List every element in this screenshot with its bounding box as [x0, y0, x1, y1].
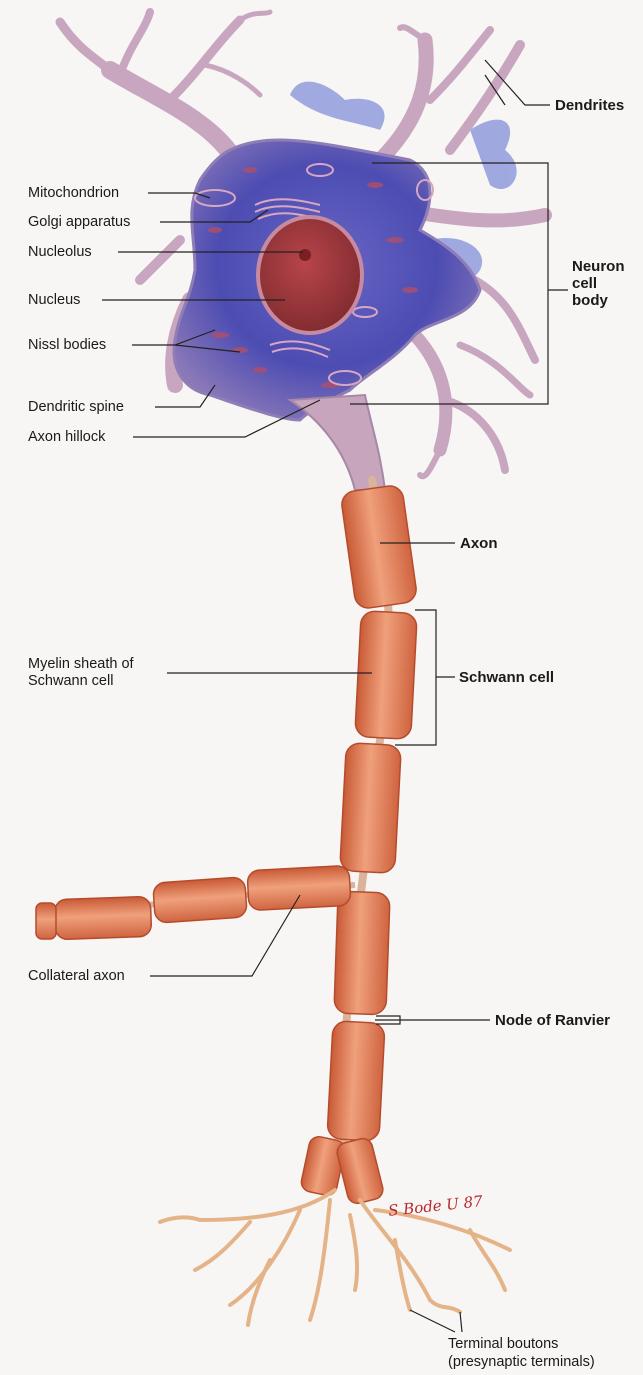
label-golgi-apparatus: Golgi apparatus [28, 214, 130, 231]
label-nucleus: Nucleus [28, 292, 80, 309]
label-dendrites: Dendrites [555, 97, 624, 114]
label-axon: Axon [460, 535, 498, 552]
label-myelin-sheath: Myelin sheath of Schwann cell [28, 656, 134, 690]
label-dendritic-spine: Dendritic spine [28, 399, 124, 416]
myelin-segments [300, 484, 418, 1205]
label-neuron-cell-body: Neuron cell body [572, 258, 625, 309]
axon-hillock [290, 395, 385, 490]
label-nucleolus: Nucleolus [28, 244, 92, 261]
label-mitochondrion: Mitochondrion [28, 185, 119, 202]
label-schwann-cell: Schwann cell [459, 669, 554, 686]
nucleus [258, 217, 362, 333]
label-collateral-axon: Collateral axon [28, 968, 125, 985]
label-terminal-boutons: Terminal boutons (presynaptic terminals) [448, 1335, 595, 1371]
collateral-myelin [36, 865, 351, 939]
label-nissl-bodies: Nissl bodies [28, 337, 106, 354]
nucleolus [299, 249, 311, 261]
label-node-of-ranvier: Node of Ranvier [495, 1012, 610, 1029]
label-axon-hillock: Axon hillock [28, 429, 105, 446]
